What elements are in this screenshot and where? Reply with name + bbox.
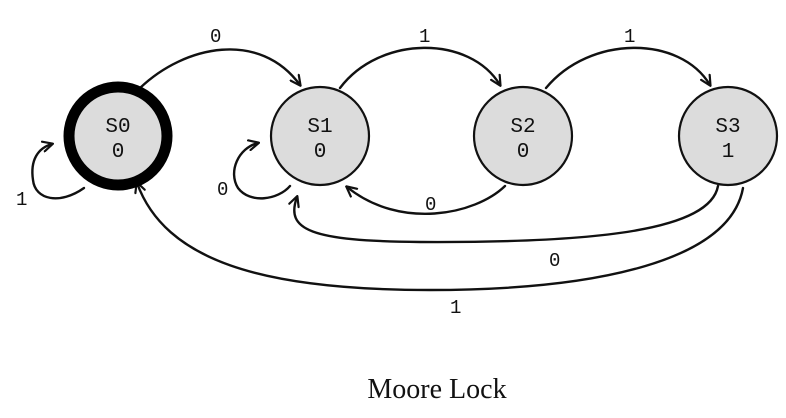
state-s1: S1 0	[269, 85, 371, 187]
state-output: 0	[517, 141, 530, 164]
state-output: 1	[722, 141, 735, 164]
state-output: 0	[314, 141, 327, 164]
edge-label: 0	[425, 194, 436, 216]
state-circle	[677, 85, 779, 187]
state-name: S2	[510, 116, 535, 139]
edge-arrow	[31, 144, 86, 200]
state-s0: S0 0	[63, 81, 173, 191]
edge-label: 1	[450, 297, 461, 319]
transition-s0-to-s1: 0	[138, 26, 300, 90]
edge-label: 0	[210, 26, 221, 48]
state-name: S1	[307, 116, 332, 139]
edge-label: 1	[624, 26, 635, 48]
edge-arrow	[544, 46, 710, 90]
state-name: S3	[715, 116, 740, 139]
edge-arrow	[338, 46, 500, 90]
diagram-caption: Moore Lock	[367, 374, 506, 405]
state-output: 0	[112, 141, 125, 164]
edge-arrow	[232, 143, 292, 200]
state-circle	[472, 85, 574, 187]
transition-s3-to-s0: 1	[137, 183, 745, 319]
edge-arrow	[294, 184, 720, 244]
edge-arrow	[137, 183, 745, 292]
edge-label: 1	[16, 189, 27, 211]
edge-label: 0	[549, 250, 560, 272]
state-s2: S2 0	[472, 85, 574, 187]
transition-s2-to-s3: 1	[544, 26, 710, 90]
state-name: S0	[105, 116, 130, 139]
transition-s2-to-s1: 0	[347, 184, 507, 216]
initial-state-ring	[63, 81, 173, 191]
transition-s3-to-s1: 0	[294, 184, 720, 272]
edge-label: 0	[217, 179, 228, 201]
edge-arrow	[138, 48, 300, 90]
state-circle	[269, 85, 371, 187]
state-s3: S3 1	[677, 85, 779, 187]
transition-s0-self-loop: 1	[16, 144, 86, 211]
transition-s1-self-loop: 0	[217, 143, 292, 201]
transition-s1-to-s2: 1	[338, 26, 500, 90]
edge-label: 1	[419, 26, 430, 48]
edge-arrow	[347, 184, 507, 215]
